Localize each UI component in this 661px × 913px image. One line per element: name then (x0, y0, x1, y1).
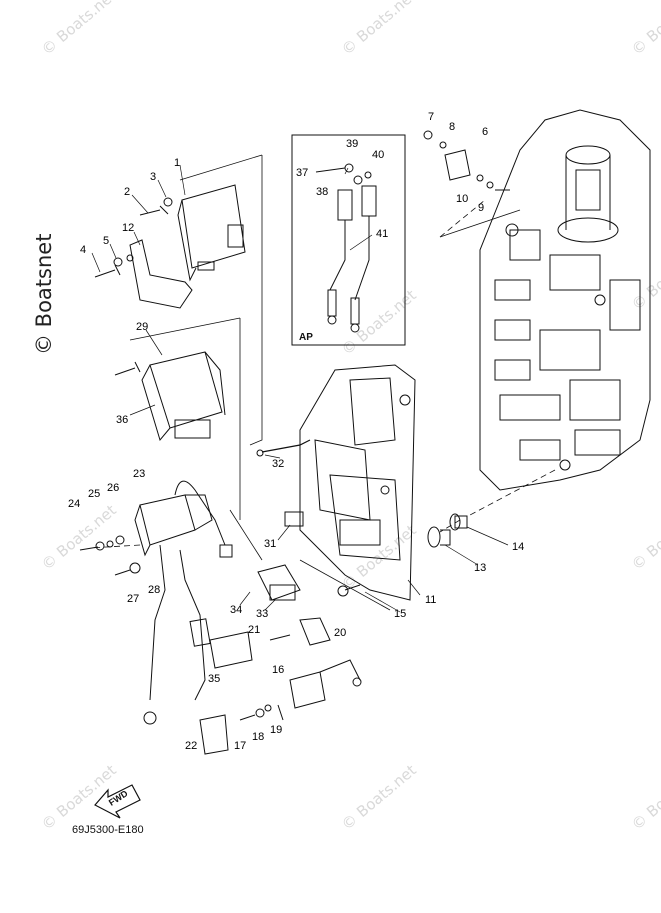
part-12-drawing (129, 239, 193, 309)
callout-27: 27 (127, 593, 140, 605)
callout-31: 31 (264, 538, 277, 550)
inset-label: AP (299, 332, 313, 343)
callout-13: 13 (474, 562, 487, 574)
part-6-drawing (423, 130, 510, 191)
ignition-leads-drawing (143, 544, 253, 755)
callout-37: 37 (296, 167, 309, 179)
callout-35: 35 (208, 673, 221, 685)
callout-8: 8 (449, 121, 456, 133)
inset-frame (291, 134, 406, 346)
callout-41: 41 (376, 228, 389, 240)
callout-26: 26 (107, 482, 120, 494)
small-fasteners-lower (239, 634, 291, 721)
callout-36: 36 (116, 414, 129, 426)
callout-15: 15 (394, 608, 407, 620)
part-32-drawing (261, 439, 311, 453)
callout-leaders (91, 164, 509, 613)
callout-21: 21 (248, 624, 261, 636)
callout-19: 19 (270, 724, 283, 736)
part-31-drawing (284, 511, 304, 527)
callout-34: 34 (230, 604, 243, 616)
part-33-drawing (257, 564, 301, 601)
callout-10: 10 (456, 193, 469, 205)
callout-16: 16 (272, 664, 285, 676)
inset-harness-drawing (315, 163, 377, 333)
callout-6: 6 (482, 126, 489, 138)
callout-38: 38 (316, 186, 329, 198)
callout-33: 33 (256, 608, 269, 620)
part-23-drawing (134, 480, 233, 558)
part-16-drawing (289, 617, 362, 709)
dashed-leaders (89, 199, 556, 549)
callout-4: 4 (80, 244, 87, 256)
callout-32: 32 (272, 458, 285, 470)
callout-5: 5 (103, 235, 110, 247)
callout-23: 23 (133, 468, 146, 480)
callout-40: 40 (372, 149, 385, 161)
diagram-code: 69J5300-E180 (72, 824, 144, 836)
part-1-drawing (177, 184, 246, 282)
callout-outlines (129, 154, 521, 611)
callout-9: 9 (478, 202, 485, 214)
callout-25: 25 (88, 488, 101, 500)
callout-12: 12 (122, 222, 135, 234)
callout-17: 17 (234, 740, 247, 752)
engine-block-drawing (479, 109, 651, 491)
callout-20: 20 (334, 627, 347, 639)
part-13-14-drawing (427, 513, 468, 548)
callout-11: 11 (425, 594, 437, 606)
callout-2: 2 (124, 186, 131, 198)
part-36-drawing (141, 351, 226, 442)
callout-3: 3 (150, 171, 157, 183)
callout-18: 18 (252, 731, 265, 743)
callout-29: 29 (136, 321, 149, 333)
small-fasteners-left (79, 535, 141, 576)
fwd-arrow-icon (94, 784, 141, 819)
callout-1: 1 (174, 157, 181, 169)
small-fasteners-upper (94, 197, 173, 278)
callout-14: 14 (512, 541, 525, 553)
part-11-drawing (299, 364, 416, 601)
callout-24: 24 (68, 498, 81, 510)
callout-7: 7 (428, 111, 435, 123)
callout-22: 22 (185, 740, 198, 752)
callout-39: 39 (346, 138, 359, 150)
callout-28: 28 (148, 584, 161, 596)
part-30-screw (114, 361, 141, 376)
